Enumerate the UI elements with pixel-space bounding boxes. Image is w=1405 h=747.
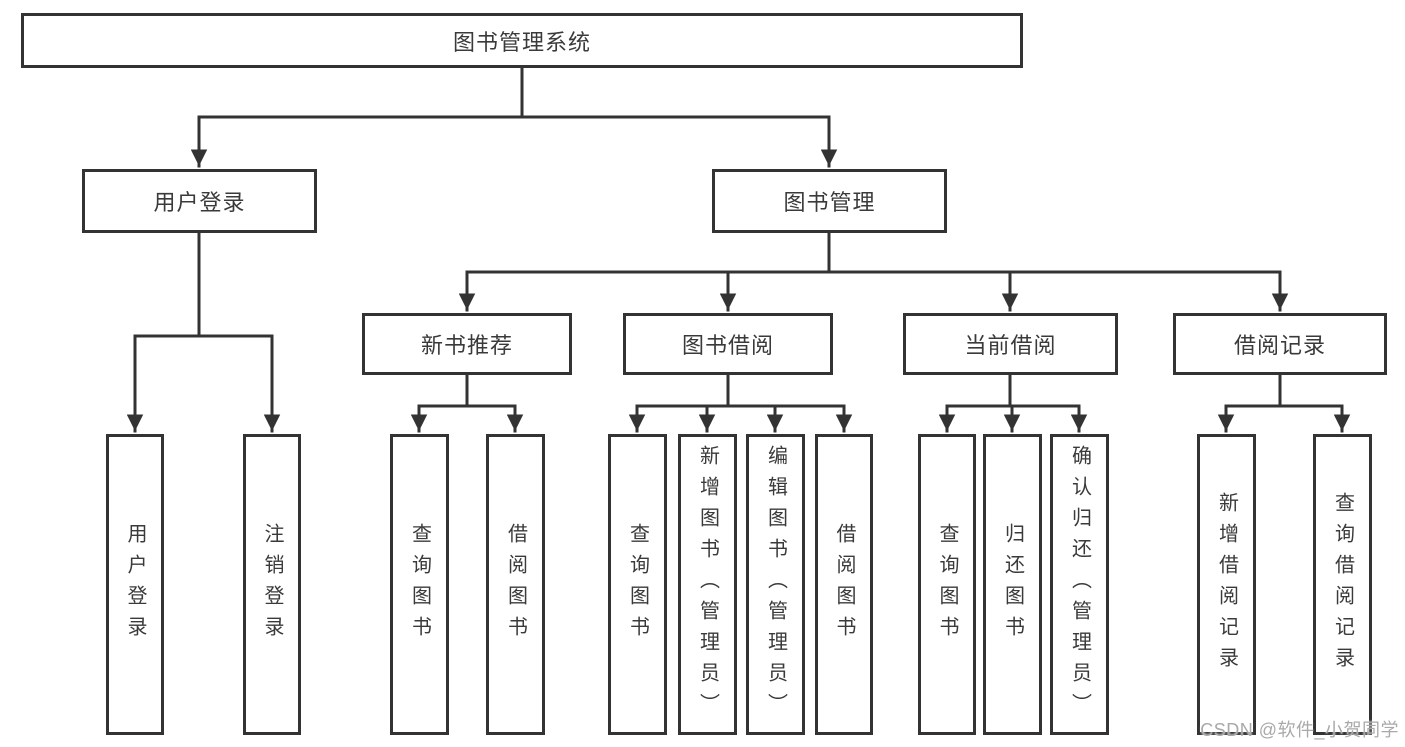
node-label: 查询图书 [626,522,649,647]
node-label: 查询借阅记录 [1331,491,1354,678]
node-label: 借阅图书 [504,522,527,647]
node-label: 注销登录 [261,522,283,647]
node-label: 图书借阅 [681,333,774,358]
node-label: 新书推荐 [420,333,513,358]
leaf-borrow-books: 借阅图书 [815,434,873,735]
node-user-login: 用户登录 [82,169,317,233]
node-label: 图书管理 [783,190,876,215]
node-label: 用户登录 [153,190,246,215]
node-label: 确认归还（管理员） [1068,445,1091,724]
leaf-edit-books-admin: 编辑图书（管理员） [746,434,805,735]
node-label: 新增图书（管理员） [696,445,719,724]
leaf-add-books-admin: 新增图书（管理员） [678,434,737,735]
node-label: 图书管理系统 [452,29,591,55]
leaf-logout: 注销登录 [243,434,301,735]
node-new-book-recommendation: 新书推荐 [362,313,572,375]
node-label: 查询图书 [936,522,958,647]
leaf-return-books: 归还图书 [983,434,1042,735]
leaf-query-books-borrow: 查询图书 [608,434,667,735]
node-book-borrowing: 图书借阅 [623,313,833,375]
node-library-system: 图书管理系统 [21,13,1023,68]
node-label: 借阅记录 [1233,333,1326,358]
node-label: 用户登录 [124,522,146,647]
leaf-user-login: 用户登录 [106,434,164,735]
leaf-add-borrow-record: 新增借阅记录 [1197,434,1256,735]
leaf-query-books-recommend: 查询图书 [390,434,449,735]
leaf-query-borrow-record: 查询借阅记录 [1313,434,1372,735]
node-label: 借阅图书 [833,522,855,647]
leaf-query-books-current: 查询图书 [918,434,976,735]
node-label: 归还图书 [1001,522,1024,647]
leaf-borrow-books-recommend: 借阅图书 [486,434,545,735]
node-label: 当前借阅 [964,333,1057,358]
node-label: 编辑图书（管理员） [764,445,787,724]
node-current-borrowing: 当前借阅 [903,313,1118,375]
watermark: CSDN @软件_小贺同学 [1200,720,1399,740]
node-book-management: 图书管理 [712,169,947,233]
leaf-confirm-return-admin: 确认归还（管理员） [1050,434,1109,735]
node-borrowing-records: 借阅记录 [1173,313,1387,375]
node-label: 新增借阅记录 [1215,491,1238,678]
node-label: 查询图书 [408,522,431,647]
